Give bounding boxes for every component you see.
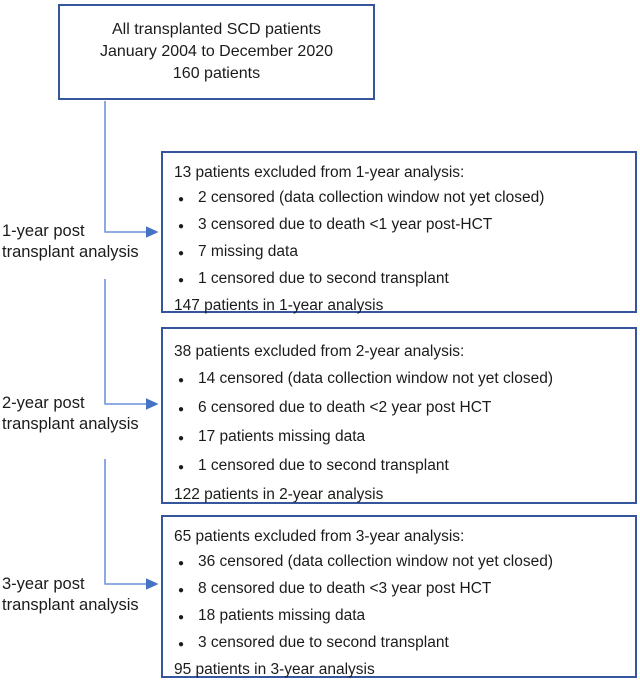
arrow-3year-icon <box>104 459 159 590</box>
analysis-count: 95 patients in 3-year analysis <box>174 661 375 678</box>
exclusion-list: 2 censored (data collection window not y… <box>174 185 627 293</box>
analysis-count: 147 patients in 1-year analysis <box>174 297 384 314</box>
top-box-line-2: January 2004 to December 2020 <box>99 43 334 60</box>
branch-label-2year: 2-year post transplant analysis <box>2 393 160 435</box>
exclusion-list: 14 censored (data collection window not … <box>174 365 627 481</box>
exclusion-list: 36 censored (data collection window not … <box>174 549 627 657</box>
top-box: All transplanted SCD patients January 20… <box>58 4 375 100</box>
arrow-1year-icon <box>104 101 159 238</box>
top-box-line-3: 160 patients <box>172 65 261 82</box>
top-box-line-1: All transplanted SCD patients <box>112 21 321 38</box>
exclusion-header: 13 patients excluded from 1-year analysi… <box>174 164 465 181</box>
exclusion-item: 17 patients missing data <box>174 423 627 452</box>
branch-label-line: 3-year post <box>2 575 85 593</box>
arrow-2year-icon <box>104 279 159 410</box>
branch-label-3year: 3-year post transplant analysis <box>2 574 160 616</box>
exclusion-item: 8 censored due to death <3 year post HCT <box>174 576 627 603</box>
branch-label-line: 1-year post <box>2 222 85 240</box>
exclusion-box-1year: 13 patients excluded from 1-year analysi… <box>161 151 637 314</box>
branch-label-line: transplant analysis <box>2 243 139 261</box>
exclusion-item: 3 censored due to second transplant <box>174 630 627 657</box>
branch-label-line: 2-year post <box>2 394 85 412</box>
exclusion-item: 1 censored due to second transplant <box>174 266 627 293</box>
exclusion-item: 2 censored (data collection window not y… <box>174 185 627 212</box>
analysis-count: 122 patients in 2-year analysis <box>174 486 384 503</box>
exclusion-header: 38 patients excluded from 2-year analysi… <box>174 343 465 360</box>
exclusion-item: 3 censored due to death <1 year post-HCT <box>174 212 627 239</box>
branch-label-line: transplant analysis <box>2 415 139 433</box>
exclusion-header: 65 patients excluded from 3-year analysi… <box>174 528 465 545</box>
exclusion-item: 1 censored due to second transplant <box>174 452 627 481</box>
exclusion-item: 14 censored (data collection window not … <box>174 365 627 394</box>
exclusion-item: 7 missing data <box>174 239 627 266</box>
exclusion-box-2year: 38 patients excluded from 2-year analysi… <box>161 327 637 504</box>
exclusion-item: 18 patients missing data <box>174 603 627 630</box>
exclusion-box-3year: 65 patients excluded from 3-year analysi… <box>161 515 637 678</box>
branch-label-1year: 1-year post transplant analysis <box>2 221 160 263</box>
exclusion-item: 36 censored (data collection window not … <box>174 549 627 576</box>
branch-label-line: transplant analysis <box>2 596 139 614</box>
exclusion-item: 6 censored due to death <2 year post HCT <box>174 394 627 423</box>
